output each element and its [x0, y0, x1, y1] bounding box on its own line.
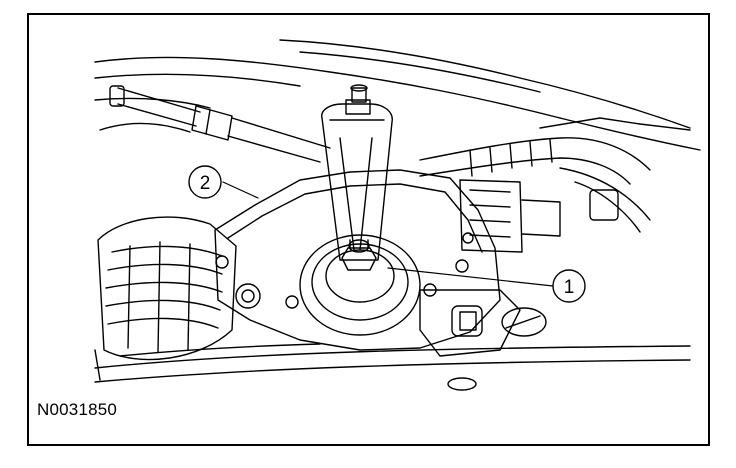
callout-leaders: [222, 181, 554, 287]
sensor-body: [214, 169, 501, 351]
callout-2: 2: [188, 165, 222, 199]
figure-code: N0031850: [37, 400, 118, 419]
callout-1: 1: [552, 269, 586, 303]
callout-1-leader: [387, 267, 554, 287]
mounting-bracket: [419, 289, 547, 357]
background-hoses: [94, 39, 701, 151]
callout-1-label: 1: [564, 277, 575, 298]
transmission-pan: [94, 343, 691, 391]
figure-frame: [27, 13, 710, 446]
nut: [341, 239, 377, 271]
electrical-connector: [459, 179, 561, 253]
callout-2-circle: [188, 165, 222, 199]
callout-1-circle: [552, 269, 586, 303]
cable-assembly: [109, 85, 331, 163]
callout-2-leader: [222, 181, 259, 199]
callout-2-label: 2: [200, 173, 211, 194]
wiring-harness: [419, 117, 691, 233]
special-tool: [321, 84, 393, 261]
ribbed-housing: [97, 216, 237, 361]
